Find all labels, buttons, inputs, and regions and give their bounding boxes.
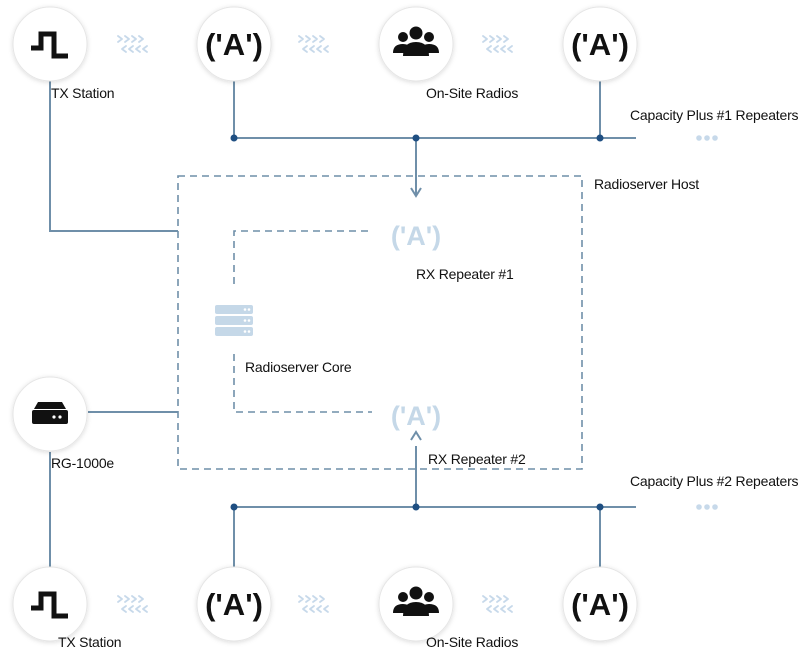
gateway-device-icon xyxy=(32,402,68,424)
junction-node xyxy=(596,503,604,511)
repeater-bottom-right-node xyxy=(562,566,638,642)
capacity-plus-1-label: Capacity Plus #1 Repeaters xyxy=(630,107,799,123)
radioserver-core-label: Radioserver Core xyxy=(245,359,352,375)
rx-repeater-2-icon: ('A') xyxy=(391,401,441,431)
repeater-antenna-icon: ('A') xyxy=(205,587,263,622)
rx-repeater-1-label: RX Repeater #1 xyxy=(416,266,514,282)
repeater-top-left-node xyxy=(196,6,272,82)
rx-repeater-2-label: RX Repeater #2 xyxy=(428,451,526,467)
chevron-arrows-icon xyxy=(298,35,329,53)
junction-node xyxy=(412,134,420,142)
repeater-antenna-icon: ('A') xyxy=(205,27,263,62)
radioserver-host-label: Radioserver Host xyxy=(594,176,699,192)
ellipsis-dots-icon xyxy=(696,504,718,510)
repeater-antenna-icon: ('A') xyxy=(571,27,629,62)
on-site-radios-bottom-label: On-Site Radios xyxy=(426,634,519,650)
capacity-plus-2-label: Capacity Plus #2 Repeaters xyxy=(630,473,799,489)
tx-station-top-label: TX Station xyxy=(51,85,115,101)
repeater-antenna-icon: ('A') xyxy=(571,587,629,622)
chevron-arrows-icon xyxy=(298,595,329,613)
junction-node xyxy=(230,134,238,142)
chevron-arrows-icon xyxy=(117,35,148,53)
connections-top xyxy=(49,80,636,232)
on-site-radios-top-label: On-Site Radios xyxy=(426,85,519,101)
junction-node xyxy=(412,503,420,511)
chevron-arrows-icon xyxy=(117,595,148,613)
square-wave-icon xyxy=(31,31,68,59)
user-group-icon xyxy=(393,26,439,56)
rx-repeater-1-icon: ('A') xyxy=(391,221,441,251)
chevron-arrows-icon xyxy=(482,595,513,613)
user-group-icon xyxy=(393,586,439,616)
junction-node xyxy=(230,503,238,511)
rg-1000e-label: RG-1000e xyxy=(51,455,114,471)
tx-station-top-node xyxy=(12,6,88,82)
arrow-head-icon xyxy=(410,430,422,441)
tx-station-bottom-label: TX Station xyxy=(58,634,122,650)
core-internal-links xyxy=(233,230,372,413)
repeater-top-right-node xyxy=(562,6,638,82)
arrow-head-icon xyxy=(410,187,422,198)
tx-station-bottom-node xyxy=(12,566,88,642)
square-wave-icon xyxy=(31,591,68,619)
junction-nodes xyxy=(230,134,604,511)
repeater-bottom-left-node xyxy=(196,566,272,642)
server-stack-icon xyxy=(215,305,253,336)
ellipsis-dots-icon xyxy=(696,135,718,141)
chevron-arrows-icon xyxy=(482,35,513,53)
connections-bottom xyxy=(49,411,636,568)
junction-node xyxy=(596,134,604,142)
